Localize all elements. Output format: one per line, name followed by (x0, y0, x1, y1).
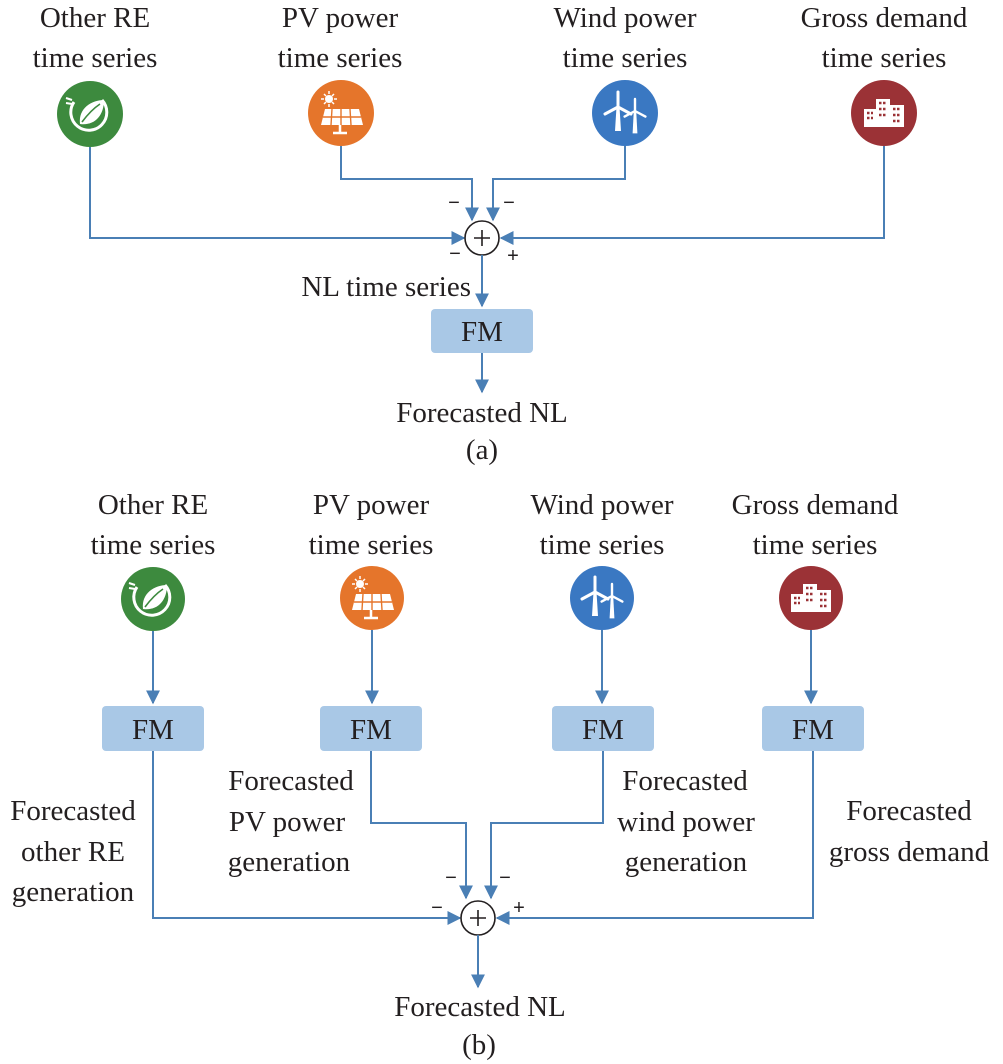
source-label-pv: PV power (282, 2, 399, 34)
source-label-other-re: Other RE (40, 2, 150, 34)
sign-other-re: − (449, 243, 461, 265)
fm-label: FM (792, 714, 834, 746)
wire-pv (340, 146, 479, 222)
source-label-wind: Wind power (531, 489, 674, 521)
sign-other-re: − (431, 897, 443, 919)
wire-wind (486, 146, 626, 222)
source-label-demand-2: time series (822, 42, 947, 74)
source-label-other-re-2: time series (33, 42, 158, 74)
wire-forecast-pv (370, 751, 473, 900)
summation-node (464, 220, 500, 256)
solar-panel-icon (340, 566, 404, 630)
forecast-label-pv: Forecasted (228, 765, 354, 797)
sign-demand: + (513, 897, 525, 919)
sign-wind: − (499, 867, 511, 889)
leaf-plug-icon (57, 81, 123, 147)
panel-a: Other RE time series PV power time serie… (33, 2, 968, 466)
forecast-label-pv-3: generation (228, 846, 351, 878)
forecast-label-other-re: Forecasted (10, 795, 136, 827)
forecasted-nl-label: Forecasted NL (394, 991, 566, 1023)
panel-b: Other RE time series PV power time serie… (10, 489, 989, 1061)
sign-pv: − (448, 192, 460, 214)
fm-block-wind: FM (552, 706, 654, 751)
forecast-label-wind-3: generation (625, 846, 748, 878)
forecast-label-demand: Forecasted (846, 795, 972, 827)
fm-block-pv: FM (320, 706, 422, 751)
source-label-wind: Wind power (554, 2, 697, 34)
forecasted-nl-label: Forecasted NL (396, 397, 568, 429)
forecast-label-other-re-2: other RE (21, 836, 125, 868)
wire-forecast-other-re (152, 751, 462, 925)
source-label-wind-2: time series (540, 529, 665, 561)
source-label-other-re-2: time series (91, 529, 216, 561)
sign-demand: + (507, 245, 519, 267)
source-label-demand: Gross demand (732, 489, 899, 521)
fm-label: FM (582, 714, 624, 746)
panel-caption-a: (a) (466, 434, 498, 466)
wire-demand (499, 146, 885, 245)
fm-label: FM (132, 714, 174, 746)
fm-label: FM (350, 714, 392, 746)
source-label-demand: Gross demand (801, 2, 968, 34)
forecast-label-other-re-3: generation (12, 876, 135, 908)
solar-panel-icon (308, 80, 374, 146)
forecast-label-demand-2: gross demand (829, 836, 990, 868)
source-label-pv-2: time series (309, 529, 434, 561)
sign-pv: − (445, 867, 457, 889)
fm-block-other-re: FM (102, 706, 204, 751)
wire-forecast-wind (484, 751, 604, 900)
leaf-plug-icon (121, 567, 185, 631)
wire-other-re (89, 147, 466, 245)
summation-node (460, 900, 496, 936)
source-label-pv-2: time series (278, 42, 403, 74)
source-label-demand-2: time series (753, 529, 878, 561)
source-label-other-re: Other RE (98, 489, 208, 521)
wind-turbine-icon (592, 80, 658, 146)
sign-wind: − (503, 192, 515, 214)
forecast-label-wind: Forecasted (622, 765, 748, 797)
wire-forecast-demand (495, 751, 814, 925)
source-label-wind-2: time series (563, 42, 688, 74)
forecast-label-wind-2: wind power (617, 806, 755, 838)
panel-caption-b: (b) (462, 1029, 496, 1061)
source-label-pv: PV power (313, 489, 430, 521)
buildings-icon (851, 80, 917, 146)
fm-block-demand: FM (762, 706, 864, 751)
forecast-label-pv-2: PV power (229, 806, 346, 838)
fm-block: FM (431, 309, 533, 353)
nl-time-series-label: NL time series (301, 271, 471, 303)
buildings-icon (779, 566, 843, 630)
wind-turbine-icon (570, 566, 634, 630)
fm-label: FM (461, 316, 503, 348)
